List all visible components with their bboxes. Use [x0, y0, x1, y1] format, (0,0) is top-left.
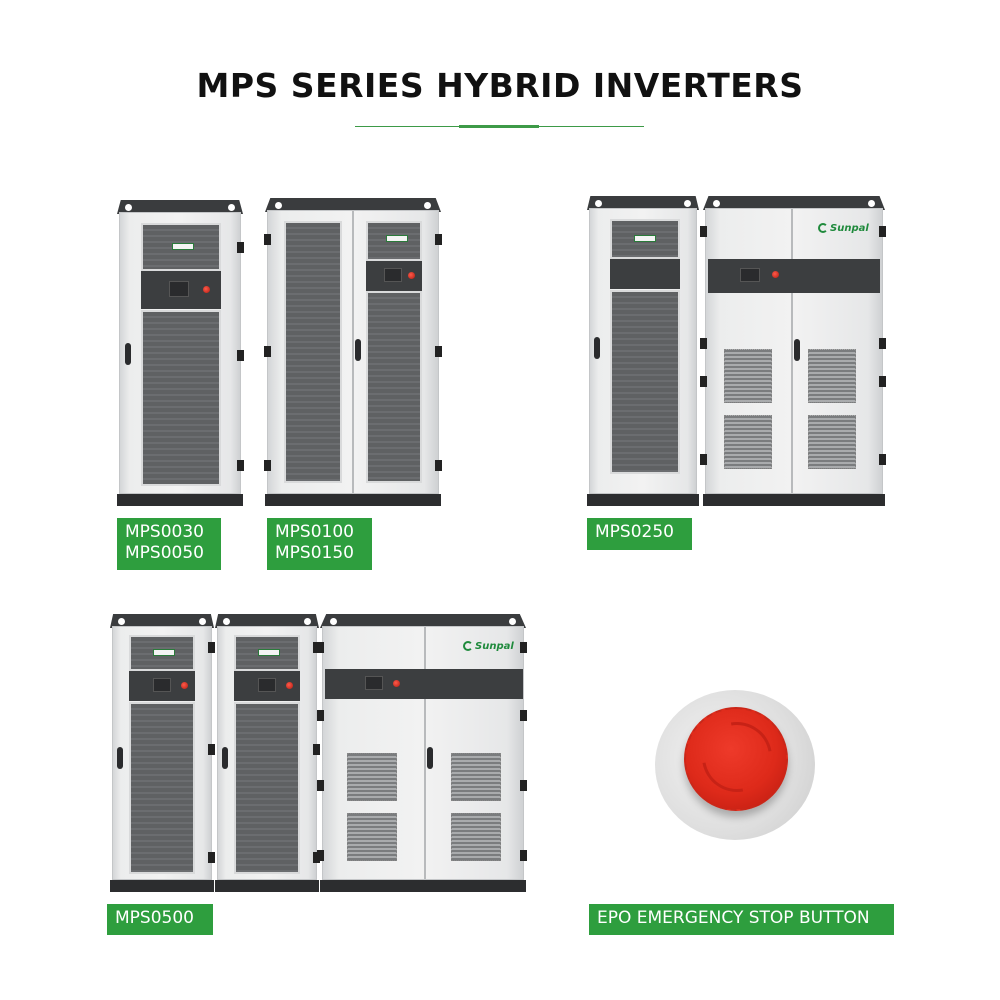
brand-badge	[634, 235, 656, 242]
brand-badge	[172, 243, 194, 250]
door-handle	[594, 337, 600, 359]
label-mps0030-0050: MPS0030 MPS0050	[117, 518, 221, 570]
door-handle	[117, 747, 123, 769]
cabinet-mps0500-b	[215, 614, 320, 892]
page-title: MPS SERIES HYBRID INVERTERS	[196, 66, 804, 105]
label-epo: EPO EMERGENCY STOP BUTTON	[589, 904, 894, 935]
vent-grille	[724, 349, 772, 403]
emergency-stop-button-icon	[684, 707, 788, 811]
stop-button-icon	[408, 272, 415, 279]
cabinet-mps0500-main: Sunpal	[317, 614, 527, 892]
sunpal-logo: Sunpal	[463, 641, 514, 652]
control-panel	[234, 671, 300, 701]
control-panel	[708, 259, 880, 293]
door-handle	[355, 339, 361, 361]
stop-button-icon	[203, 286, 210, 293]
control-panel	[141, 271, 221, 309]
control-panel	[325, 669, 523, 699]
stop-button-icon	[772, 271, 779, 278]
label-mps0500: MPS0500	[107, 904, 213, 935]
vent-grille	[808, 415, 856, 469]
label-mps0250: MPS0250	[587, 518, 692, 550]
label-mps0100-0150: MPS0100 MPS0150	[267, 518, 372, 570]
vent-grille	[347, 753, 397, 801]
title-underline-accent	[459, 125, 539, 128]
vent-grille	[724, 415, 772, 469]
cabinet-mps0500-a	[110, 614, 215, 892]
stop-button-icon	[181, 682, 188, 689]
vent-grille	[347, 813, 397, 861]
display-screen	[169, 281, 189, 297]
cabinet-mps0250-main: Sunpal	[700, 196, 886, 506]
brand-badge	[153, 649, 175, 656]
stop-button-icon	[286, 682, 293, 689]
door-handle	[794, 339, 800, 361]
cabinet-base	[117, 494, 243, 506]
stop-button-icon	[393, 680, 400, 687]
cabinet-mps0100-0150	[264, 198, 442, 506]
vent-grille	[451, 813, 501, 861]
cabinet-body	[119, 212, 241, 494]
door-handle	[427, 747, 433, 769]
brand-badge	[258, 649, 280, 656]
brand-badge	[386, 235, 408, 242]
cabinet-top	[117, 200, 243, 214]
door-handle	[125, 343, 131, 365]
control-panel	[366, 261, 422, 291]
cabinet-mps0250	[587, 196, 699, 506]
control-panel	[610, 259, 680, 289]
door-handle	[222, 747, 228, 769]
vent-grille	[451, 753, 501, 801]
sunpal-logo: Sunpal	[818, 223, 869, 234]
vent-grille	[808, 349, 856, 403]
cabinet-mps0030-0050	[117, 200, 244, 506]
control-panel	[129, 671, 195, 701]
